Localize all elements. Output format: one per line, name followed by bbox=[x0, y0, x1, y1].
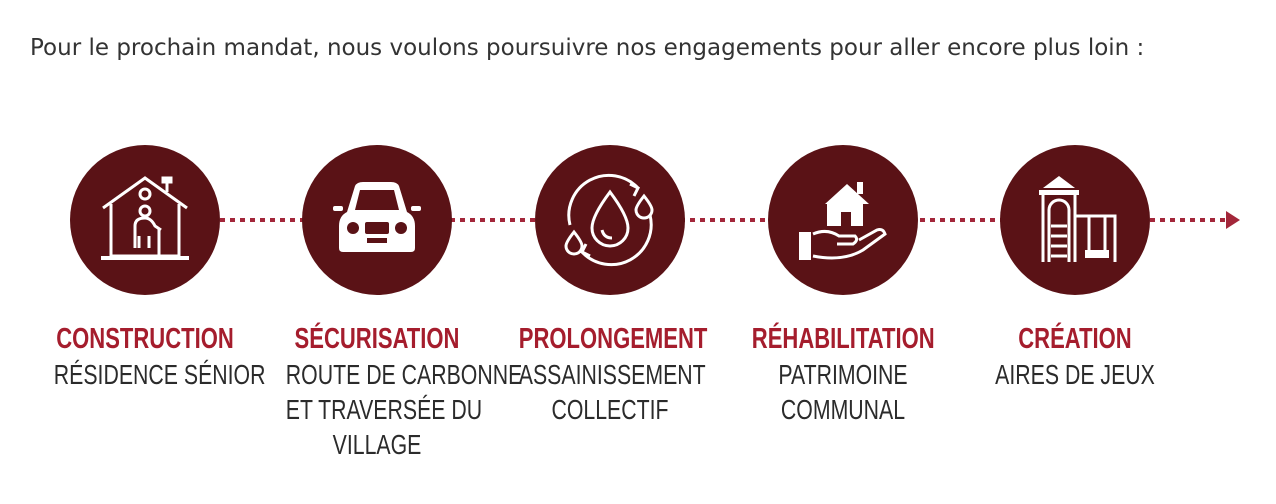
step-subtitle: ROUTE DE CARBONNE bbox=[285, 359, 523, 390]
step-prolongement: PROLONGEMENT ASSAINISSEMENT COLLECTIF bbox=[490, 145, 730, 427]
step-subtitle: RÉSIDENCE SÉNIOR bbox=[53, 359, 266, 390]
step-subtitle: VILLAGE bbox=[332, 429, 422, 460]
step-subtitle: ASSAINISSEMENT bbox=[518, 359, 706, 390]
step-circle bbox=[1000, 145, 1150, 295]
house-senior-icon bbox=[101, 176, 189, 260]
step-subtitle: COMMUNAL bbox=[780, 394, 906, 425]
step-subtitle: AIRES DE JEUX bbox=[995, 359, 1155, 390]
step-subtitle: COLLECTIF bbox=[551, 394, 669, 425]
car-icon bbox=[333, 182, 421, 252]
step-circle bbox=[70, 145, 220, 295]
step-title: PROLONGEMENT bbox=[518, 323, 708, 355]
step-title: CONSTRUCTION bbox=[56, 323, 234, 355]
step-circle bbox=[302, 145, 452, 295]
step-subtitle: PATRIMOINE bbox=[778, 359, 908, 390]
arrow-head-icon bbox=[1226, 211, 1240, 229]
step-circle bbox=[768, 145, 918, 295]
water-cycle-icon bbox=[564, 173, 654, 267]
playground-icon bbox=[1039, 176, 1117, 262]
step-securisation: SÉCURISATION ROUTE DE CARBONNE ET TRAVER… bbox=[257, 145, 523, 462]
step-creation: CRÉATION AIRES DE JEUX bbox=[955, 145, 1195, 392]
hand-house-icon bbox=[799, 182, 887, 260]
intro-paragraph: Pour le prochain mandat, nous voulons po… bbox=[30, 35, 1145, 61]
step-subtitle: ET TRAVERSÉE DU bbox=[285, 394, 483, 425]
step-rehabilitation: RÉHABILITATION PATRIMOINE COMMUNAL bbox=[723, 145, 963, 427]
step-title: CRÉATION bbox=[1018, 323, 1132, 355]
step-title: SÉCURISATION bbox=[294, 323, 460, 355]
step-circle bbox=[535, 145, 685, 295]
step-construction: CONSTRUCTION RÉSIDENCE SÉNIOR bbox=[25, 145, 265, 392]
step-title: RÉHABILITATION bbox=[751, 323, 935, 355]
